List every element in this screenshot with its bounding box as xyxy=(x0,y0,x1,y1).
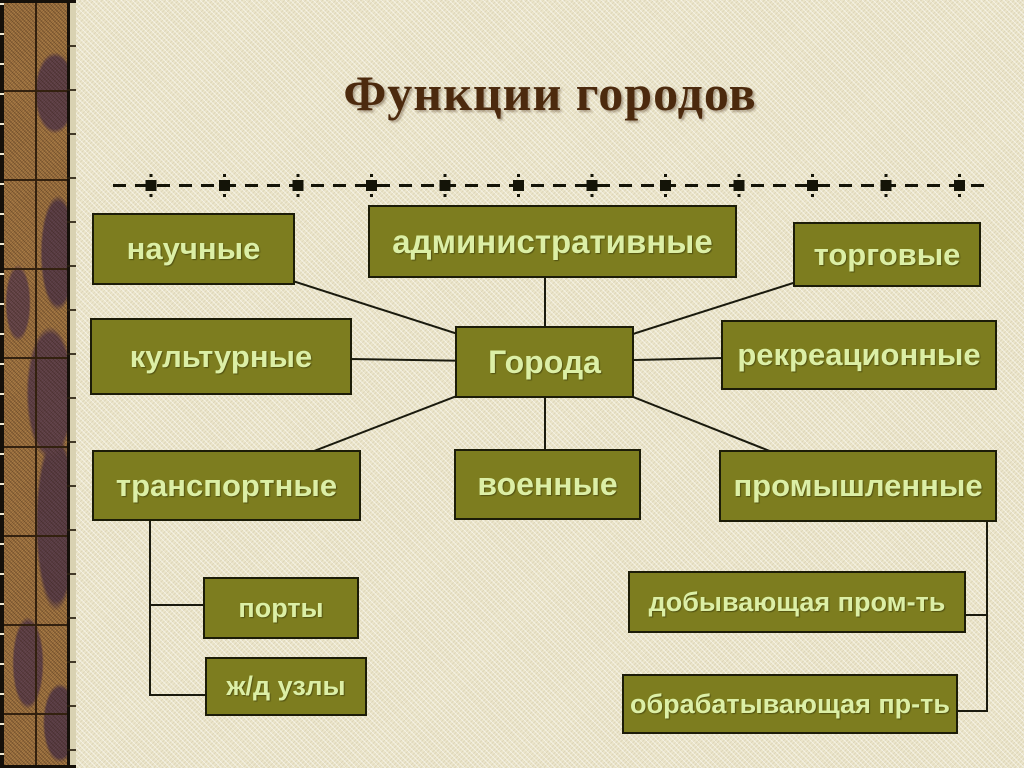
node-transport: транспортные xyxy=(92,450,361,521)
node-trade: торговые xyxy=(793,222,981,287)
node-administrative: административные xyxy=(368,205,737,278)
node-recreational: рекреационные xyxy=(721,320,997,390)
decorative-film-strip-border xyxy=(0,0,76,768)
node-military: военные xyxy=(454,449,641,520)
node-rail-junctions: ж/д узлы xyxy=(205,657,367,716)
dashed-divider-line xyxy=(113,174,988,197)
node-cities-center: Города xyxy=(455,326,634,398)
node-processing-industry: обрабатывающая пр-ть xyxy=(622,674,958,734)
node-cultural: культурные xyxy=(90,318,352,395)
node-extractive-industry: добывающая пром-ть xyxy=(628,571,966,633)
node-scientific: научные xyxy=(92,213,295,285)
node-ports: порты xyxy=(203,577,359,639)
slide-title: Функции городов xyxy=(343,65,757,121)
node-industrial: промышленные xyxy=(719,450,997,522)
